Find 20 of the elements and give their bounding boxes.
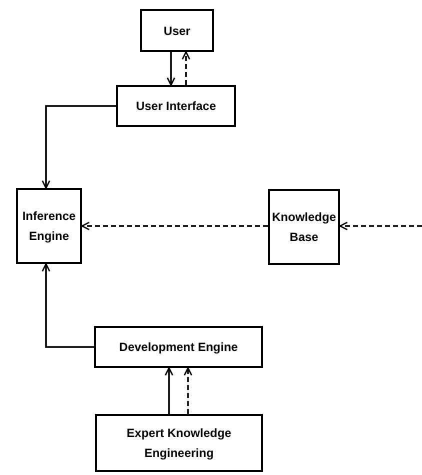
- box-label: Expert Knowledge Engineering: [126, 425, 232, 462]
- process-box: [94, 326, 263, 368]
- arrow: [164, 367, 174, 414]
- box-label: User: [162, 22, 192, 40]
- process-box: [116, 85, 236, 127]
- process-box: [140, 9, 214, 52]
- arrow: [184, 367, 192, 414]
- box-label: User Interface: [134, 98, 218, 115]
- arrow: [42, 105, 116, 189]
- process-box: [268, 189, 340, 265]
- box-label: Development Engine: [118, 339, 239, 356]
- arrow: [42, 263, 94, 348]
- arrow: [182, 51, 190, 85]
- arrow: [166, 52, 176, 86]
- box-label: Knowledge Base: [271, 209, 338, 246]
- box-label: Inference Engine: [21, 208, 77, 245]
- process-box: [16, 188, 82, 264]
- arrow: [81, 222, 268, 230]
- arrow: [339, 222, 422, 230]
- process-box: [95, 414, 263, 472]
